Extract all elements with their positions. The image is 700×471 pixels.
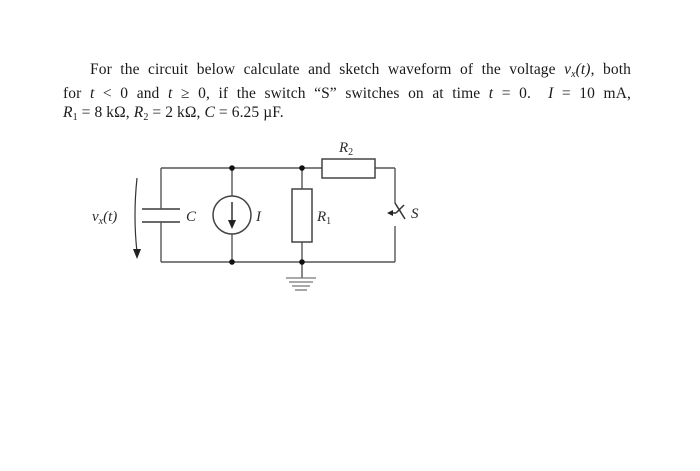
problem-line-3: R1 = 8 kΩ, R2 = 2 kΩ, C = 6.25 µF. bbox=[63, 103, 631, 127]
text: = 10 mA, bbox=[553, 85, 631, 102]
var-t: t bbox=[167, 85, 173, 102]
text: for bbox=[63, 85, 90, 102]
ground-icon bbox=[286, 277, 316, 291]
var-sub-x: x bbox=[571, 69, 576, 80]
resistor-r2-icon bbox=[321, 158, 376, 179]
var-R1: R bbox=[63, 104, 73, 121]
text: = 8 kΩ, bbox=[77, 104, 134, 121]
capacitor-label: C bbox=[186, 209, 197, 225]
r1-label: R1 bbox=[316, 209, 331, 227]
text: , both bbox=[590, 61, 631, 78]
var-v: v bbox=[564, 61, 572, 78]
switch-arrow-icon bbox=[387, 210, 393, 216]
text: < 0 and bbox=[94, 85, 168, 102]
var-t: t bbox=[89, 85, 95, 102]
var-t: t bbox=[488, 85, 494, 102]
var-R2: R bbox=[133, 104, 144, 121]
sub-1: 1 bbox=[72, 112, 78, 123]
voltage-arrow-icon bbox=[133, 177, 141, 259]
node-dot bbox=[299, 165, 305, 171]
var-I: I bbox=[548, 85, 554, 102]
text: For the circuit below calculate and sket… bbox=[90, 61, 565, 78]
problem-statement: For the circuit below calculate and sket… bbox=[63, 60, 631, 127]
sub-2: 2 bbox=[143, 112, 149, 123]
node-dot bbox=[299, 259, 305, 265]
node-dot bbox=[229, 165, 235, 171]
text: ≥ 0, if the switch “S” switches on at ti… bbox=[172, 85, 489, 102]
text: = 2 kΩ, bbox=[148, 104, 205, 121]
problem-line-2: for t < 0 and t ≥ 0, if the switch “S” s… bbox=[63, 84, 631, 103]
text: = 6.25 µF. bbox=[214, 104, 284, 121]
current-source-icon bbox=[212, 195, 252, 235]
capacitor-icon bbox=[142, 208, 180, 223]
text: = 0. bbox=[493, 85, 549, 102]
problem-line-1: For the circuit below calculate and sket… bbox=[63, 60, 631, 84]
vx-label: vx(t) bbox=[92, 209, 117, 227]
switch-label: S bbox=[411, 206, 419, 222]
var-C: C bbox=[204, 104, 215, 121]
r2-label: R2 bbox=[338, 140, 353, 158]
wires bbox=[160, 167, 396, 278]
node-dot bbox=[229, 259, 235, 265]
var-arg: (t) bbox=[575, 61, 591, 78]
junction-nodes bbox=[229, 165, 305, 265]
current-source-label: I bbox=[255, 209, 262, 225]
resistor-r1-icon bbox=[291, 188, 313, 243]
